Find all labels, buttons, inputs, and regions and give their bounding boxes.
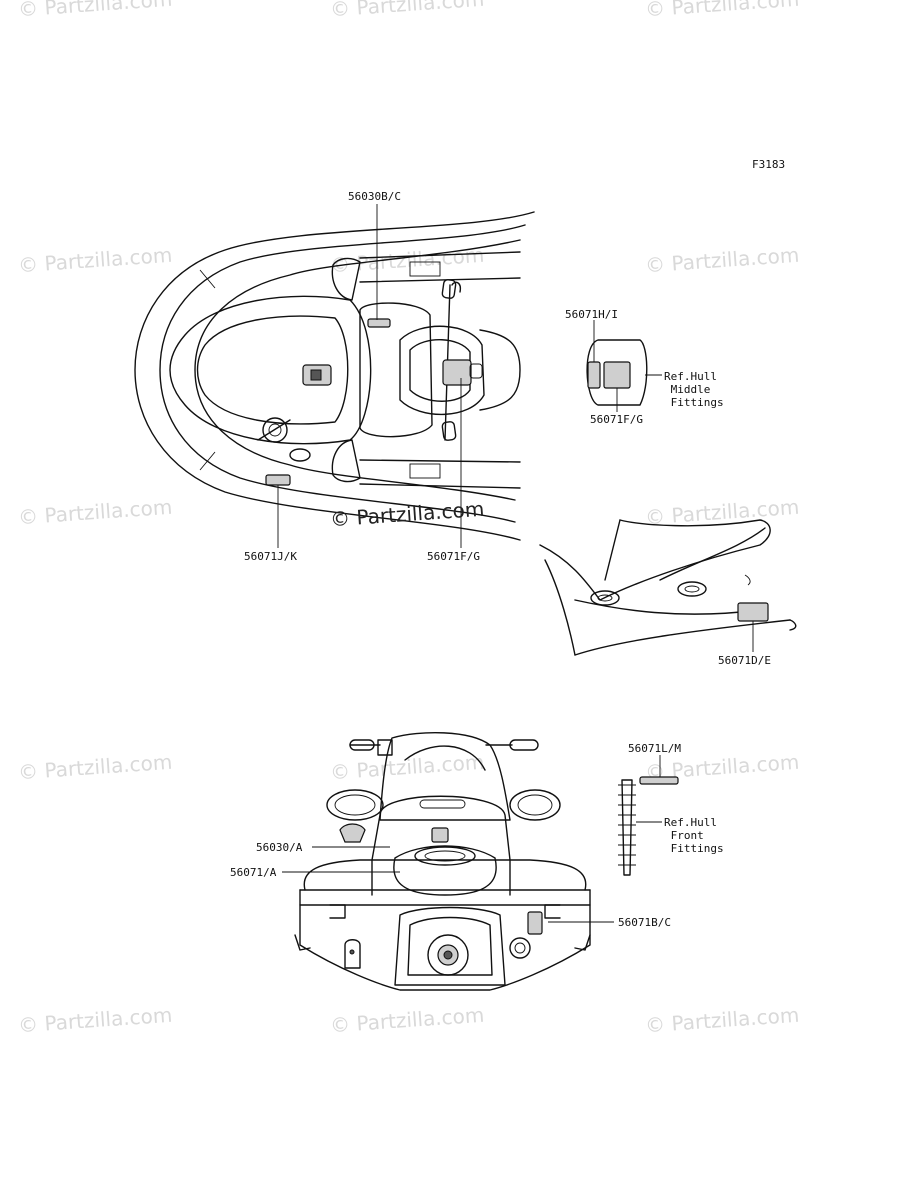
hull-top-view — [134, 211, 535, 541]
callout-56071d-e: 56071D/E — [718, 654, 771, 667]
callout-56030b-c: 56030B/C — [348, 190, 401, 203]
figure-code: F3183 — [752, 158, 786, 171]
ref-hull-front-fittings: Ref.Hull Front Fittings — [664, 816, 724, 855]
callout-56071l-m: 56071L/M — [628, 742, 681, 755]
callout-56071j-k: 56071J/K — [244, 550, 297, 563]
callout-56071-a: 56071/A — [230, 866, 277, 879]
hull-side-view — [539, 519, 797, 656]
ref-hull-middle-fittings: Ref.Hull Middle Fittings — [664, 370, 724, 409]
inset-middle-fittings — [586, 320, 662, 412]
craft-rear-view — [282, 732, 614, 991]
callout-56071f-g-inset: 56071F/G — [590, 413, 643, 426]
callout-56071h-i: 56071H/I — [565, 308, 618, 321]
callout-56030-a: 56030/A — [256, 841, 303, 854]
callout-56071b-c: 56071B/C — [618, 916, 671, 929]
inset-front-fittings — [618, 755, 679, 876]
callout-56071f-g: 56071F/G — [427, 550, 480, 563]
